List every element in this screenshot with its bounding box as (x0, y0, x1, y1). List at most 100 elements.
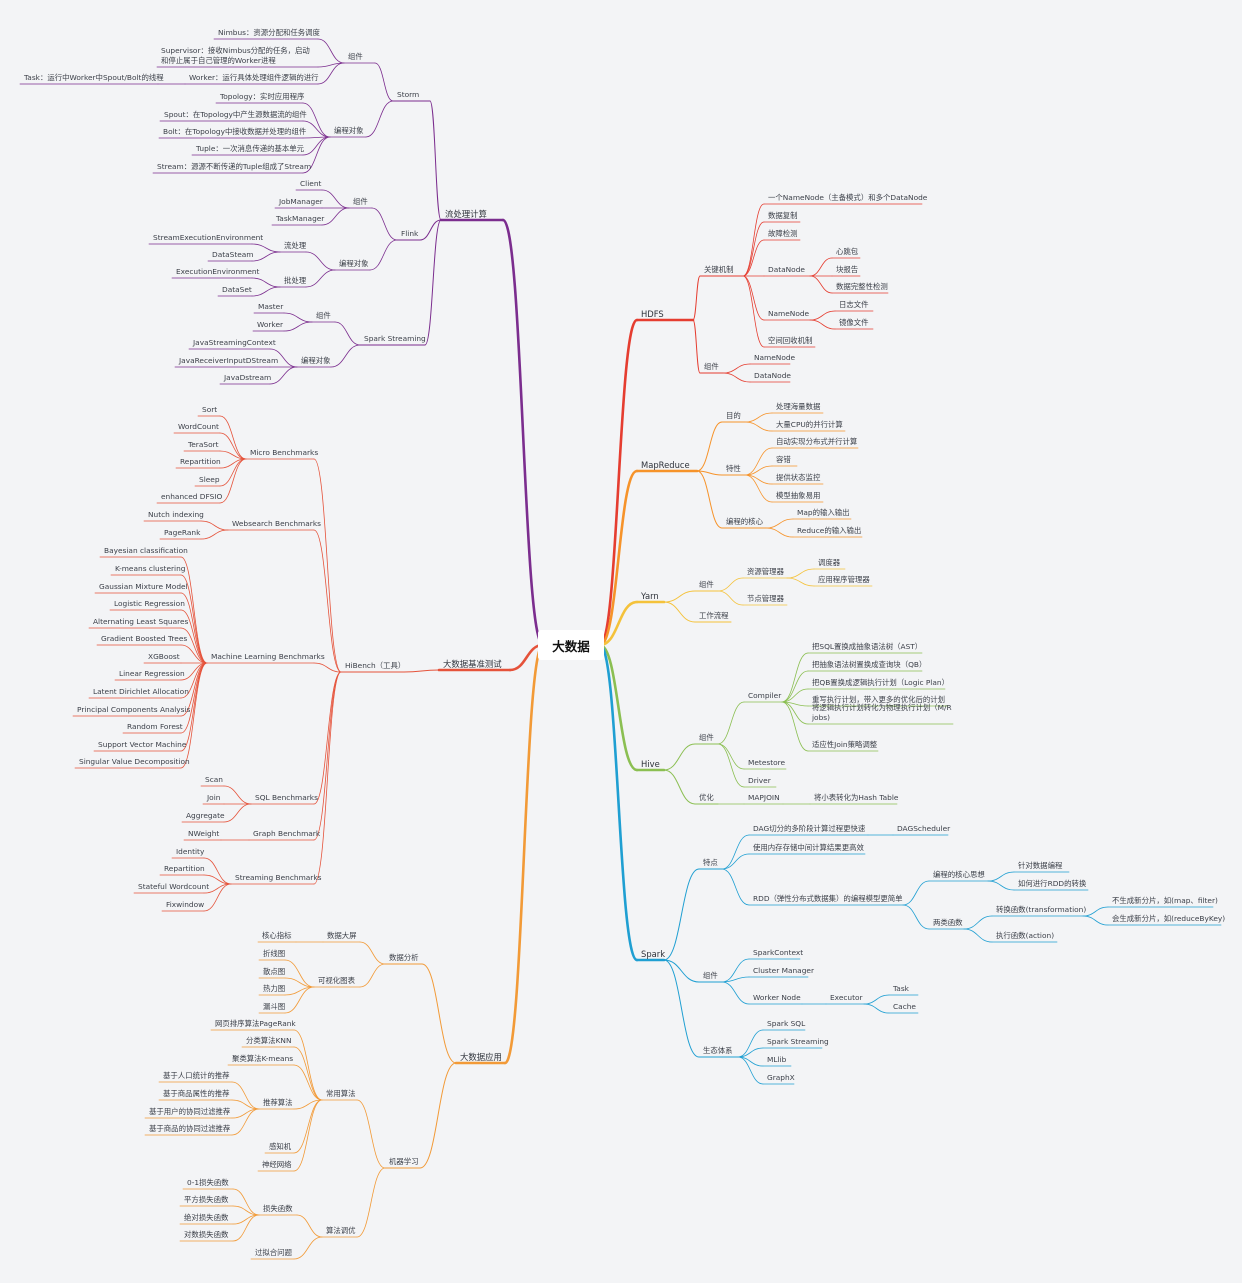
mindmap-node[interactable]: 大数据应用 (460, 1052, 502, 1062)
mindmap-node[interactable]: MLlib (767, 1055, 787, 1064)
mindmap-node[interactable]: 将逻辑执行计划转化为物理执行计划（M/R jobs) (812, 703, 952, 722)
mindmap-node[interactable]: Sleep (199, 475, 220, 484)
mindmap-node[interactable]: 模型抽象易用 (776, 491, 821, 500)
mindmap-node[interactable]: 自动实现分布式并行计算 (776, 437, 858, 446)
mindmap-node[interactable]: Storm (397, 90, 420, 99)
mindmap-node[interactable]: NameNode (754, 353, 796, 362)
mindmap-node[interactable]: 可视化图表 (318, 976, 355, 985)
mindmap-node[interactable]: 镜像文件 (839, 318, 869, 327)
mindmap-node[interactable]: SparkContext (753, 948, 804, 957)
mindmap-node[interactable]: 流处理 (284, 241, 307, 250)
mindmap-node[interactable]: 特性 (726, 464, 741, 473)
mindmap-node[interactable]: 执行函数(action) (996, 931, 1055, 940)
mindmap-node[interactable]: 会生成新分片，如(reduceByKey) (1112, 914, 1226, 923)
mindmap-node[interactable]: JavaDstream (224, 373, 272, 382)
mindmap-node[interactable]: Nutch indexing (148, 510, 204, 519)
mindmap-node[interactable]: JobManager (279, 197, 323, 206)
mindmap-node[interactable]: DAG切分的多阶段计算过程更快速 (753, 824, 866, 833)
mindmap-node[interactable]: Worker：运行具体处理组件逻辑的进行 (189, 73, 319, 82)
mindmap-node[interactable]: Worker Node (753, 993, 801, 1002)
mindmap-node[interactable]: 聚类算法K-means (232, 1054, 294, 1063)
mindmap-node[interactable]: 将小表转化为Hash Table (814, 793, 899, 802)
mindmap-node[interactable]: PageRank (164, 528, 201, 537)
mindmap-node[interactable]: Random Forest (127, 722, 183, 731)
mindmap-node[interactable]: Tuple：一次消息传递的基本单元 (196, 144, 305, 153)
mindmap-node[interactable]: Supervisor：接收Nimbus分配的任务，启动和停止属于自己管理的Wor… (161, 46, 310, 65)
mindmap-node[interactable]: 算法调优 (326, 1226, 356, 1235)
mindmap-node[interactable]: Logistic Regression (114, 599, 185, 608)
mindmap-node[interactable]: 目的 (726, 411, 741, 420)
mindmap-node[interactable]: Graph Benchmark (253, 829, 321, 838)
mindmap-node[interactable]: 组件 (699, 733, 714, 742)
mindmap-node[interactable]: 把抽象语法树置换成查询块（QB） (812, 660, 927, 669)
mindmap-node[interactable]: Join (207, 793, 221, 802)
mindmap-node[interactable]: DataNode (754, 371, 791, 380)
mindmap-node[interactable]: 资源管理器 (747, 567, 784, 576)
mindmap-node[interactable]: Stateful Wordcount (138, 882, 210, 891)
mindmap-node[interactable]: Machine Learning Benchmarks (211, 652, 325, 661)
mindmap-node[interactable]: DataSet (222, 285, 252, 294)
mindmap-node[interactable]: 如何进行RDD的转换 (1018, 879, 1087, 888)
mindmap-node[interactable]: NWeight (188, 829, 220, 838)
mindmap-node[interactable]: Bolt：在Topology中接收数据并处理的组件 (163, 127, 307, 136)
mindmap-node[interactable]: 心跳包 (836, 247, 859, 256)
mindmap-node[interactable]: 感知机 (269, 1142, 292, 1151)
mindmap-node[interactable]: StreamExecutionEnvironment (153, 233, 264, 242)
mindmap-node[interactable]: TaskManager (276, 214, 325, 223)
mindmap-node[interactable]: 对数损失函数 (184, 1230, 229, 1239)
mindmap-node[interactable]: Gaussian Mixture Model (99, 582, 188, 591)
mindmap-node[interactable]: 0-1损失函数 (187, 1178, 229, 1187)
mindmap-node[interactable]: 过拟合问题 (255, 1248, 292, 1257)
mindmap-node[interactable]: 组件 (348, 52, 363, 61)
mindmap-node[interactable]: Client (300, 179, 322, 188)
mindmap-node[interactable]: Singular Value Decomposition (79, 757, 190, 766)
mindmap-node[interactable]: XGBoost (148, 652, 180, 661)
mindmap-node[interactable]: DAGScheduler (897, 824, 951, 833)
mindmap-node[interactable]: Streaming Benchmarks (235, 873, 322, 882)
mindmap-node[interactable]: 热力图 (263, 984, 286, 993)
mindmap-node[interactable]: 基于商品的协同过滤推荐 (149, 1124, 231, 1133)
mindmap-node[interactable]: Support Vector Machine (98, 740, 187, 749)
mindmap-node[interactable]: 神经网络 (262, 1160, 292, 1169)
mindmap-node[interactable]: Worker (257, 320, 284, 329)
mindmap-node[interactable]: 基于人口统计的推荐 (163, 1071, 230, 1080)
mindmap-node[interactable]: Websearch Benchmarks (232, 519, 321, 528)
mindmap-node[interactable]: Spark Streaming (364, 334, 426, 343)
mindmap-node[interactable]: Yarn (641, 591, 659, 601)
mindmap-node[interactable]: 网页排序算法PageRank (215, 1019, 296, 1028)
mindmap-node[interactable]: 折线图 (263, 949, 286, 958)
mindmap-node[interactable]: 推荐算法 (263, 1098, 293, 1107)
mindmap-node[interactable]: Spout：在Topology中产生源数据流的组件 (164, 110, 307, 119)
mindmap-node[interactable]: 编程的核心思想 (933, 870, 985, 879)
mindmap-node[interactable]: 处理海量数据 (776, 402, 821, 411)
mindmap-node[interactable]: 块报告 (836, 265, 859, 274)
mindmap-node[interactable]: Master (258, 302, 284, 311)
mindmap-node[interactable]: Principal Components Analysis (77, 705, 191, 714)
mindmap-node[interactable]: 组件 (703, 971, 718, 980)
mindmap-node[interactable]: 调度器 (818, 558, 841, 567)
mindmap-node[interactable]: Hive (641, 759, 660, 769)
mindmap-node[interactable]: Reduce的输入输出 (797, 526, 862, 535)
mindmap-node[interactable]: Aggregate (186, 811, 225, 820)
mindmap-node[interactable]: Stream：源源不断传递的Tuple组成了Stream (157, 162, 312, 171)
mindmap-node[interactable]: 使用内存存储中间计算结果更高效 (753, 843, 864, 852)
mindmap-node[interactable]: 数据分析 (389, 953, 419, 962)
mindmap-node[interactable]: 漏斗图 (263, 1002, 286, 1011)
mindmap-node[interactable]: 节点管理器 (747, 594, 784, 603)
mindmap-node[interactable]: GraphX (767, 1073, 795, 1082)
mindmap-node[interactable]: DataNode (768, 265, 805, 274)
mindmap-node[interactable]: Flink (401, 229, 419, 238)
mindmap-node[interactable]: 核心指标 (262, 931, 292, 940)
mindmap-node[interactable]: 应用程序管理器 (818, 575, 870, 584)
mindmap-node[interactable]: 分类算法KNN (246, 1036, 292, 1045)
mindmap-node[interactable]: 编程的核心 (726, 517, 763, 526)
mindmap-node[interactable]: HDFS (641, 309, 664, 319)
mindmap-node[interactable]: DataSteam (212, 250, 254, 259)
mindmap-node[interactable]: Gradient Boosted Trees (101, 634, 188, 643)
mindmap-node[interactable]: Nimbus：资源分配和任务调度 (218, 28, 320, 37)
mindmap-node[interactable]: NameNode (768, 309, 810, 318)
mindmap-node[interactable]: enhanced DFSIO (161, 492, 223, 501)
mindmap-node[interactable]: MAPJOIN (748, 793, 780, 802)
mindmap-node[interactable]: Metestore (748, 758, 786, 767)
mindmap-node[interactable]: 机器学习 (389, 1157, 419, 1166)
